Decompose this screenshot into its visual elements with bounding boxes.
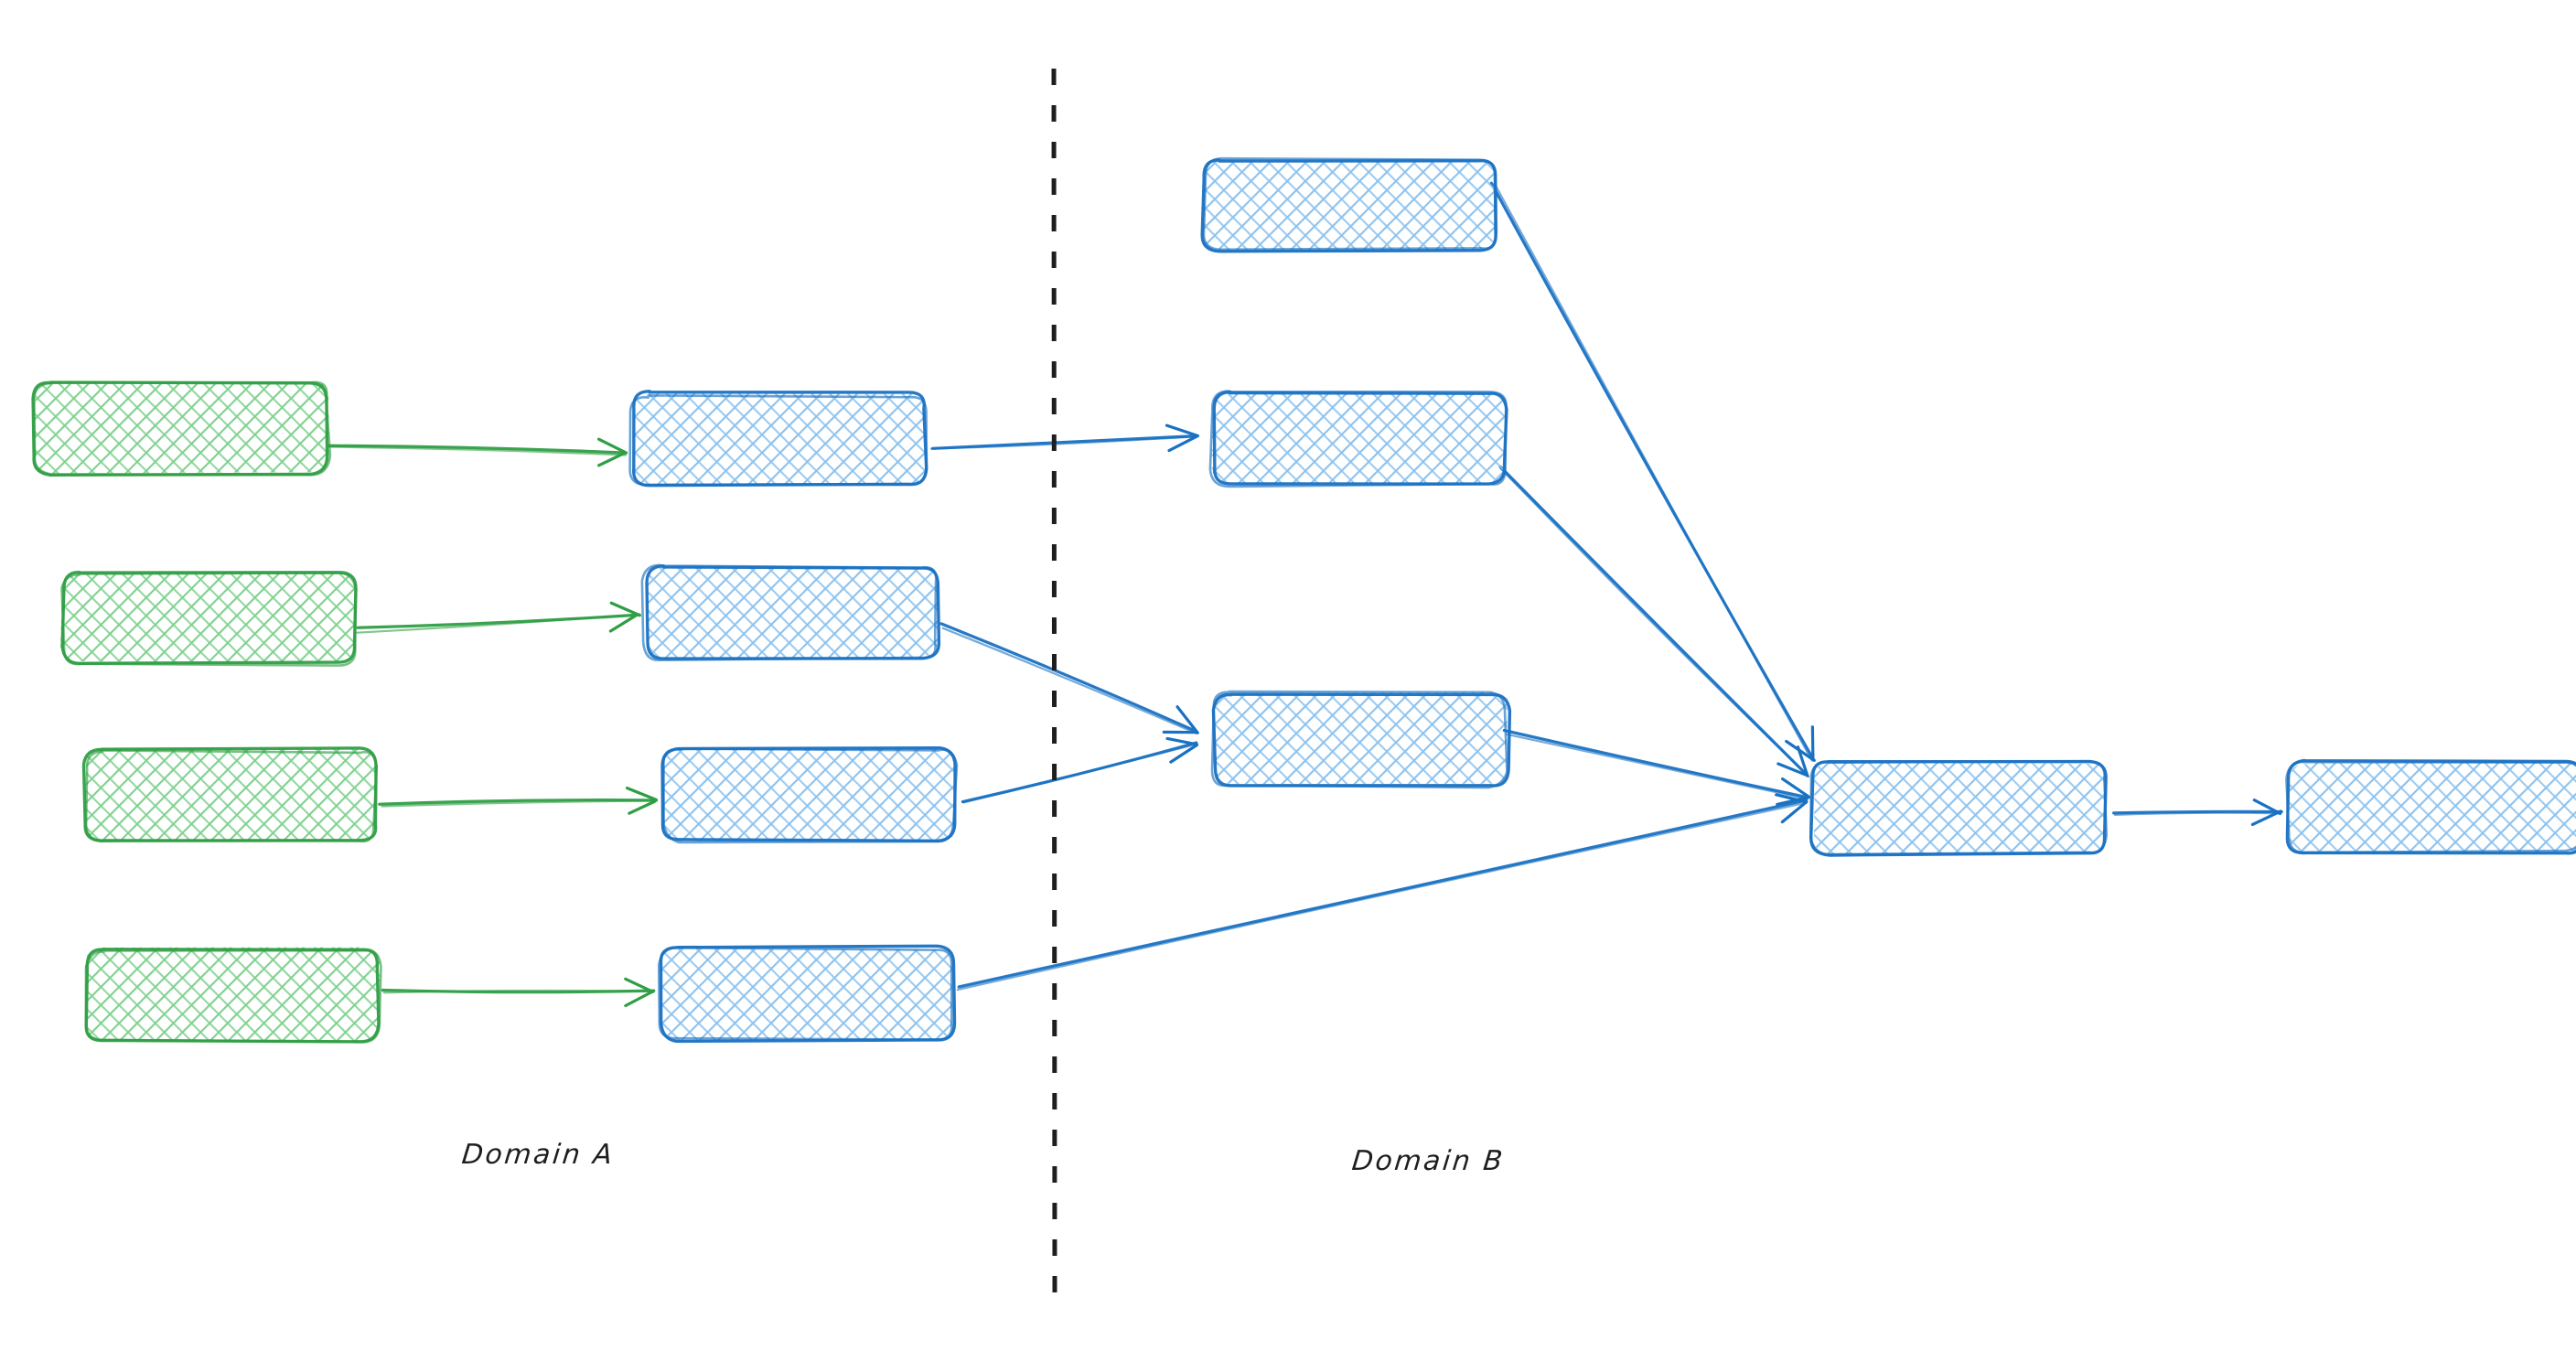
nodes-layer	[31, 156, 2576, 1044]
edge-e4	[381, 977, 656, 1008]
edge-e7	[961, 736, 1199, 804]
edge-e12	[2112, 799, 2283, 827]
node-b-final[interactable]	[2285, 758, 2576, 857]
node-a-src-3[interactable]	[80, 745, 381, 843]
node-a-mid-1[interactable]	[628, 390, 929, 488]
node-a-src-4[interactable]	[82, 945, 382, 1044]
edge-e3	[378, 786, 659, 815]
domain-divider-line	[1051, 68, 1057, 1295]
node-a-mid-4[interactable]	[657, 944, 957, 1044]
node-b-node-2[interactable]	[1208, 389, 1509, 488]
node-b-merge[interactable]	[1809, 758, 2109, 857]
edge-e6	[939, 622, 1199, 734]
edge-e11	[1502, 728, 1810, 807]
edge-e9	[1489, 181, 1816, 762]
node-b-node-3[interactable]	[1210, 690, 1512, 789]
divider-layer	[1051, 68, 1057, 1295]
node-a-mid-3[interactable]	[660, 745, 960, 844]
edge-e1	[327, 437, 628, 467]
node-a-src-2[interactable]	[59, 568, 359, 667]
edge-e8	[956, 793, 1809, 991]
edge-e2	[356, 601, 641, 634]
edge-e5	[929, 423, 1200, 453]
edge-e10	[1498, 465, 1810, 778]
domain-b-label: Domain B	[1350, 1145, 1507, 1177]
domain-a-label: Domain A	[460, 1139, 617, 1171]
node-a-src-1[interactable]	[31, 378, 332, 477]
node-a-mid-2[interactable]	[640, 563, 942, 662]
node-b-node-1[interactable]	[1200, 156, 1500, 255]
edges-layer	[327, 181, 2283, 1008]
